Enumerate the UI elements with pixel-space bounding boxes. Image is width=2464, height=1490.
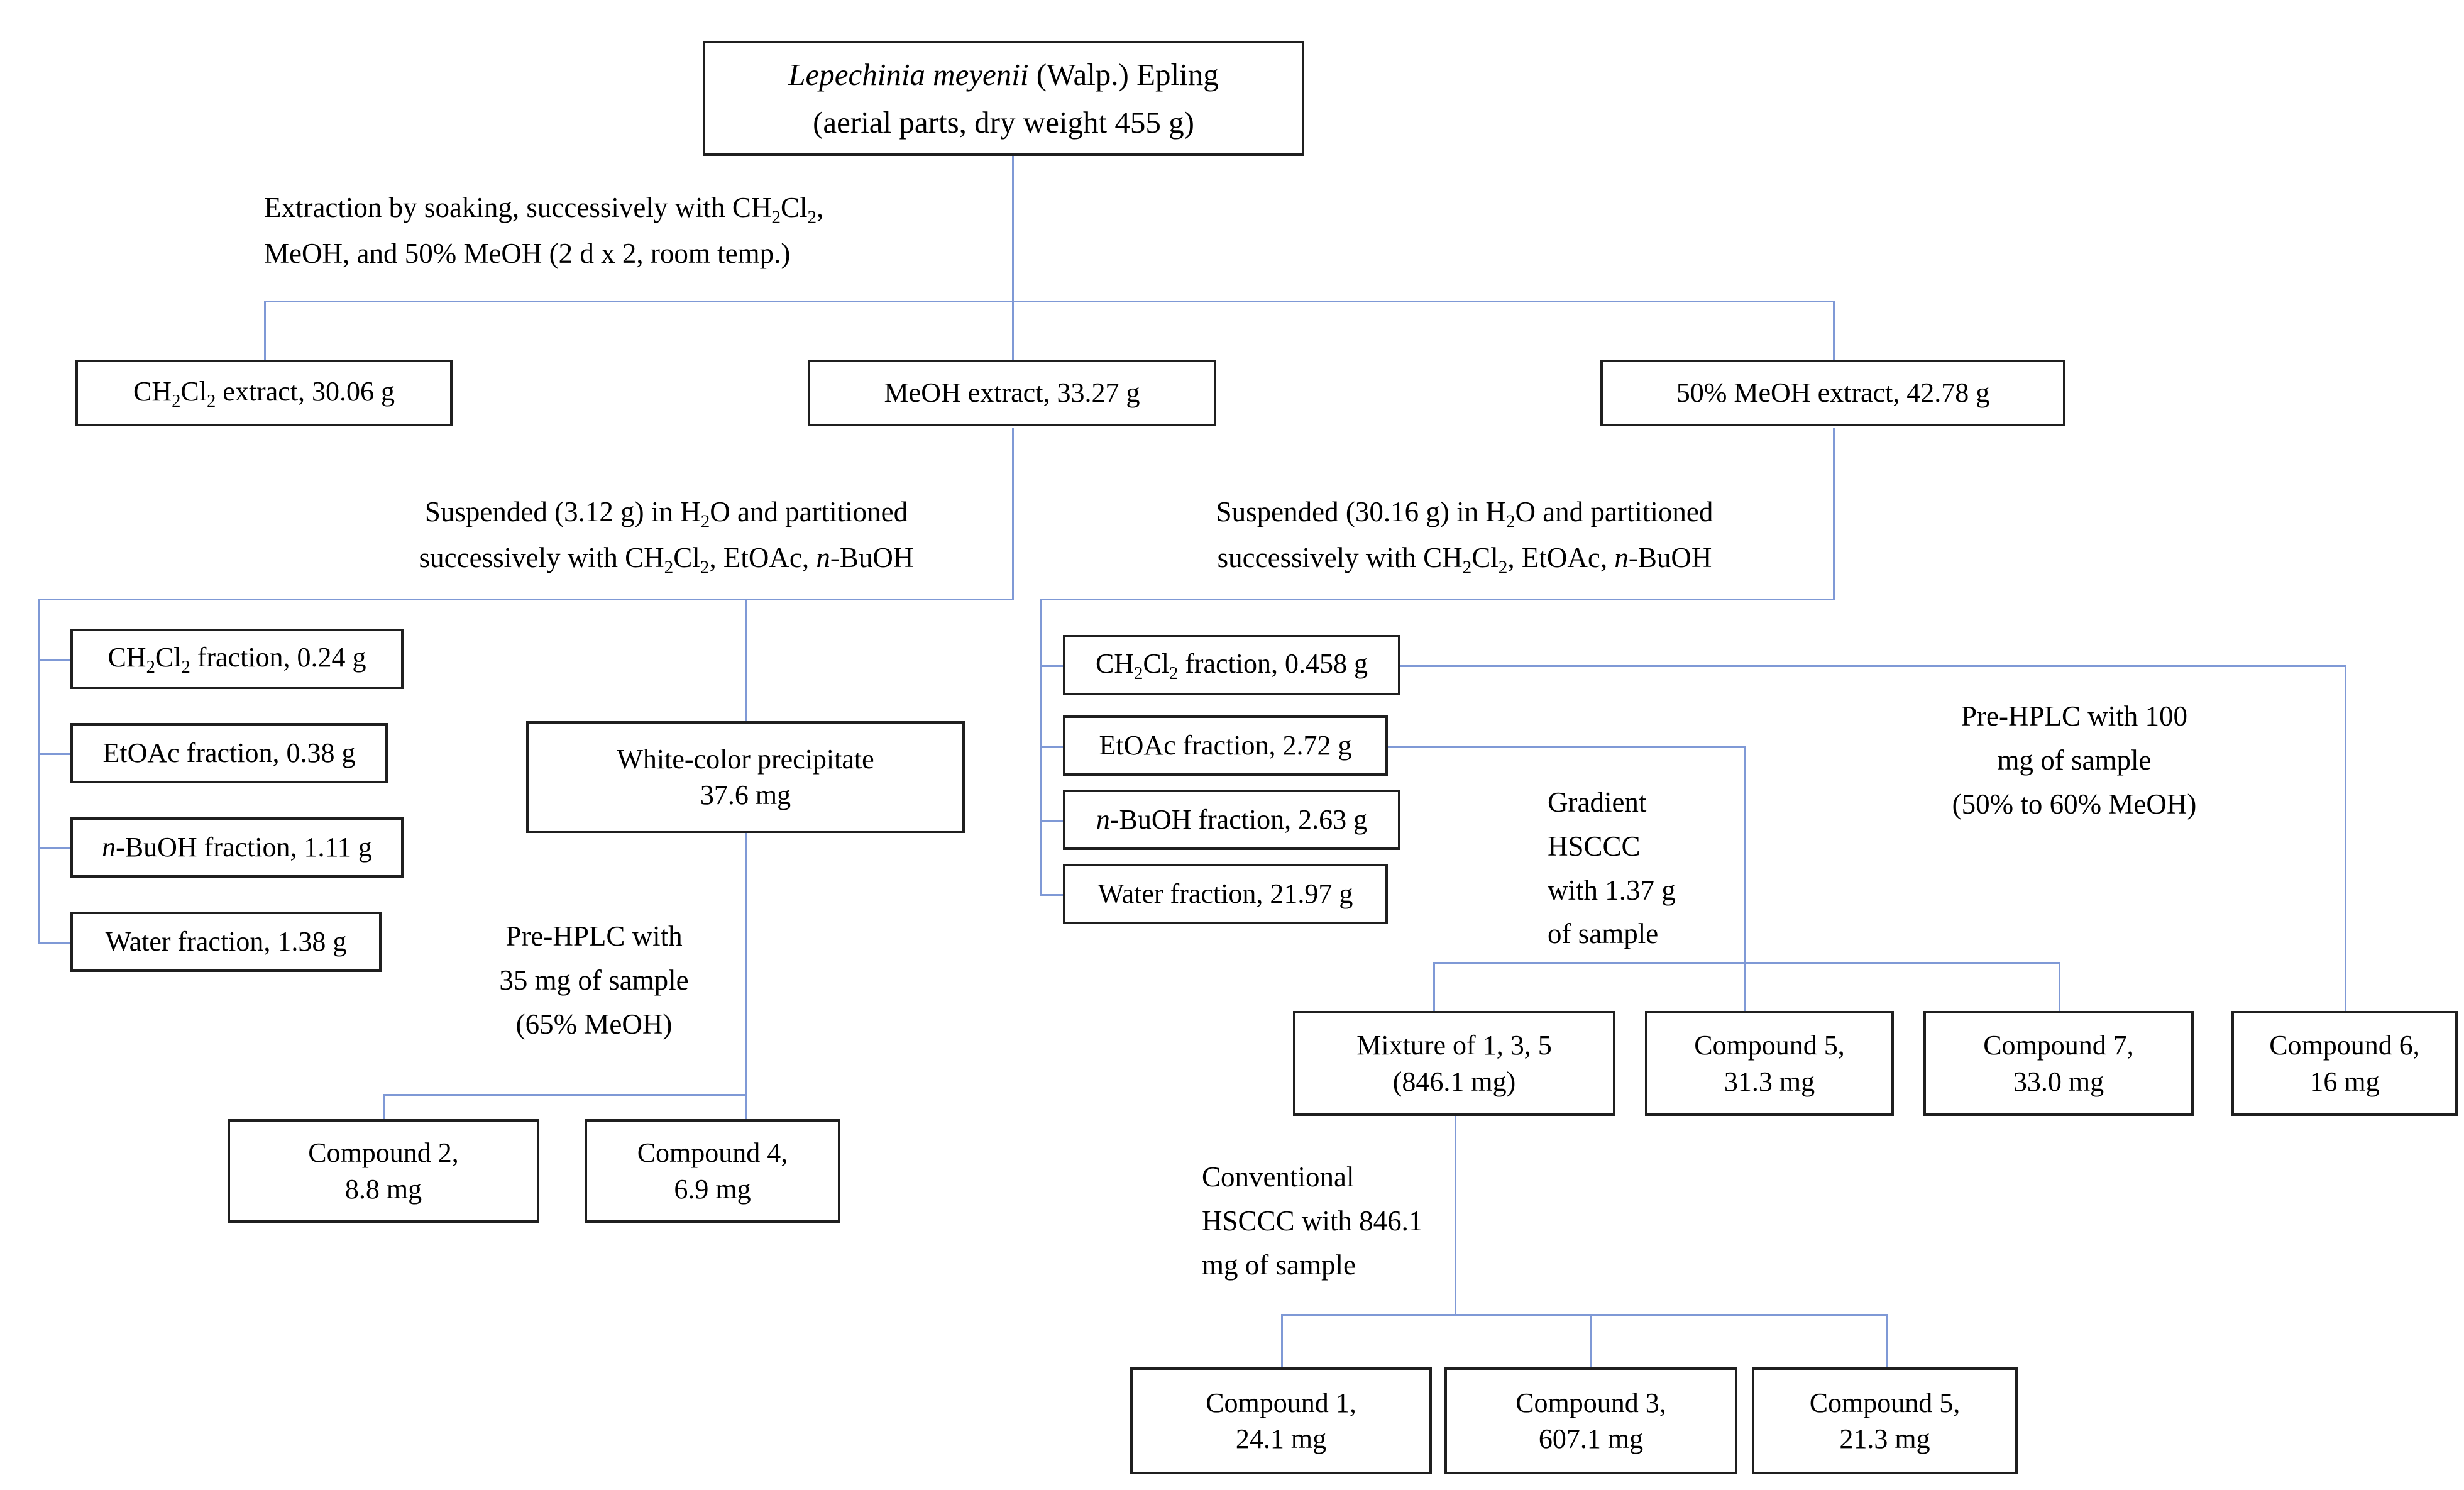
compound-5-conventional-box: Compound 5, 21.3 mg (1752, 1367, 2018, 1474)
connector (1040, 746, 1063, 748)
connector (264, 301, 1835, 302)
ch2cl2-extract-box: CH2Cl2 extract, 30.06 g (75, 360, 453, 426)
meoh-etoac-fraction-box: EtOAc fraction, 0.38 g (70, 723, 388, 783)
connector (1040, 599, 1835, 600)
connector (38, 753, 70, 755)
compound-3-box: Compound 3, 607.1 mg (1444, 1367, 1737, 1474)
connector (2059, 962, 2060, 1011)
conventional-hsccc-note: Conventional HSCCC with 846.1 mg of samp… (1202, 1161, 1423, 1281)
connector (38, 599, 40, 943)
pre-hplc-100-note: Pre-HPLC with 100 mg of sample (50% to 6… (1952, 700, 2197, 820)
plant-name: Lepechinia meyenii (Walp.) Epling (788, 57, 1219, 92)
connector (1012, 428, 1014, 599)
connector (2345, 665, 2346, 1011)
meoh50-water-fraction-box: Water fraction, 21.97 g (1063, 864, 1388, 924)
mixture-1-3-5-box: Mixture of 1, 3, 5 (846.1 mg) (1293, 1011, 1615, 1116)
connector (1433, 962, 1435, 1011)
white-precipitate-box: White-color precipitate 37.6 mg (526, 721, 965, 833)
connector (38, 942, 70, 944)
connector (1281, 1314, 1283, 1367)
connector (745, 599, 747, 722)
connector (1040, 820, 1063, 822)
suspended-note-meoh: Suspended (3.12 g) in H2O and partitione… (419, 496, 914, 578)
meoh50-etoac-fraction-box: EtOAc fraction, 2.72 g (1063, 715, 1388, 776)
compound-7-box: Compound 7, 33.0 mg (1923, 1011, 2194, 1116)
plant-weight: (aerial parts, dry weight 455 g) (813, 104, 1194, 140)
connector (1833, 301, 1835, 361)
suspended-note-50meoh: Suspended (30.16 g) in H2O and partition… (1216, 496, 1713, 578)
meoh50-nbuoh-fraction-box: n-BuOH fraction, 2.63 g (1063, 790, 1400, 850)
connector (1590, 1314, 1592, 1367)
connector (383, 1094, 747, 1096)
connector (1744, 962, 1746, 1011)
meoh-water-fraction-box: Water fraction, 1.38 g (70, 912, 382, 972)
meoh-extract-box: MeOH extract, 33.27 g (808, 360, 1216, 426)
connector (264, 301, 266, 361)
connector (1012, 156, 1014, 301)
gradient-hsccc-note: Gradient HSCCC with 1.37 g of sample (1548, 786, 1676, 950)
connector (1281, 1314, 1888, 1316)
connector (1833, 428, 1835, 599)
compound-4-box: Compound 4, 6.9 mg (585, 1119, 840, 1223)
connector (1400, 665, 2346, 667)
connector (745, 833, 747, 1119)
meoh-nbuoh-fraction-box: n-BuOH fraction, 1.11 g (70, 817, 404, 878)
meoh50-extract-box: 50% MeOH extract, 42.78 g (1600, 360, 2065, 426)
connector (1433, 962, 2060, 964)
meoh-ch2cl2-fraction-box: CH2Cl2 fraction, 0.24 g (70, 629, 404, 689)
connector (38, 847, 70, 849)
connector (383, 1094, 385, 1119)
compound-6-box: Compound 6, 16 mg (2231, 1011, 2458, 1116)
pre-hplc-35-note: Pre-HPLC with 35 mg of sample (65% MeOH) (499, 920, 689, 1040)
connector (38, 599, 1014, 600)
compound-2-box: Compound 2, 8.8 mg (228, 1119, 539, 1223)
meoh50-ch2cl2-fraction-box: CH2Cl2 fraction, 0.458 g (1063, 635, 1400, 695)
connector (1012, 301, 1014, 361)
connector (1455, 1116, 1456, 1314)
connector (1886, 1314, 1888, 1367)
connector (38, 659, 70, 661)
connector (1744, 746, 1746, 962)
connector (1040, 665, 1063, 667)
extraction-note: Extraction by soaking, successively with… (264, 192, 824, 270)
connector (1388, 746, 1746, 748)
compound-1-box: Compound 1, 24.1 mg (1130, 1367, 1432, 1474)
connector (1040, 894, 1063, 896)
compound-5-gradient-box: Compound 5, 31.3 mg (1645, 1011, 1894, 1116)
plant-source-box: Lepechinia meyenii (Walp.) Epling (aeria… (703, 41, 1304, 156)
